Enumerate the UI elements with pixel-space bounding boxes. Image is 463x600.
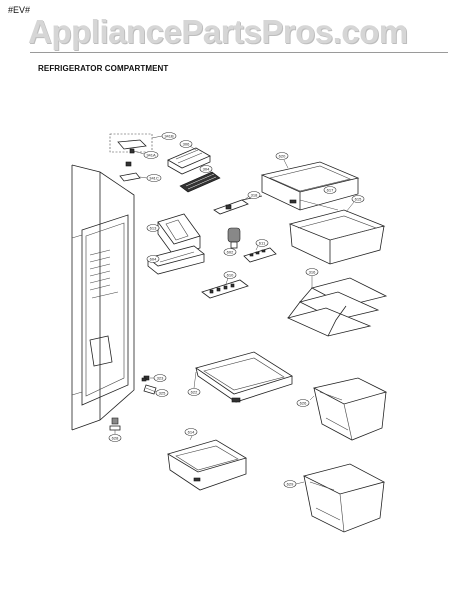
diagram-code: #EV#: [8, 5, 31, 15]
svg-text:611: 611: [259, 240, 266, 245]
drawer-clip-part: [141, 377, 147, 382]
svg-text:304: 304: [203, 166, 210, 171]
svg-text:341C: 341C: [149, 175, 159, 180]
callout-629: 629: [283, 480, 305, 488]
callout-614: 614: [184, 428, 198, 441]
callout-628: 628: [108, 430, 122, 442]
light-cover-part: [243, 247, 277, 263]
svg-text:318: 318: [251, 192, 258, 197]
svg-text:614: 614: [188, 429, 195, 434]
control-panel-part: [201, 279, 249, 299]
callout-622: 622: [187, 371, 201, 396]
svg-text:323: 323: [157, 375, 164, 380]
light-bracket-part: [109, 133, 153, 182]
callout-604: 604: [146, 255, 160, 263]
svg-text:341A: 341A: [146, 152, 156, 157]
section-title: REFRIGERATOR COMPARTMENT: [38, 64, 169, 73]
svg-text:628: 628: [112, 435, 119, 440]
duct-part: [147, 245, 205, 275]
svg-text:610: 610: [227, 272, 234, 277]
filter-element-part: [179, 171, 221, 193]
small-drawer-part: [167, 439, 247, 491]
glass-shelves-part: [286, 277, 388, 337]
snack-drawer-part: [260, 161, 360, 211]
svg-text:626: 626: [300, 400, 307, 405]
svg-text:316: 316: [309, 269, 316, 274]
cap-part: [109, 417, 121, 431]
callout-306: 306: [179, 140, 197, 151]
svg-text:620: 620: [279, 153, 286, 158]
svg-text:615: 615: [355, 196, 362, 201]
callout-617: 617: [299, 186, 339, 211]
callout-602: 602: [223, 247, 237, 256]
svg-text:602: 602: [227, 249, 234, 254]
crisper-drawer-upper-part: [288, 209, 386, 265]
svg-text:617: 617: [327, 187, 334, 192]
callout-325: 325: [145, 387, 169, 397]
svg-text:629: 629: [287, 481, 294, 486]
watermark-rule: [30, 52, 448, 53]
svg-text:325: 325: [159, 390, 166, 395]
callout-626: 626: [296, 395, 315, 407]
light-socket-part: [227, 227, 241, 249]
callout-610: 610: [223, 271, 237, 285]
callout-613: 613: [146, 224, 160, 232]
deli-drawer-part: [195, 351, 293, 403]
svg-text:341B: 341B: [164, 133, 174, 138]
crisper-drawer-bottom-part: [302, 463, 386, 533]
callout-323: 323: [150, 374, 167, 382]
callout-341a: 341A: [133, 150, 159, 159]
svg-text:622: 622: [191, 389, 198, 394]
watermark-logo: AppliancePartsPros.com: [28, 13, 408, 50]
callout-341b: 341B: [151, 132, 177, 140]
callout-620: 620: [275, 152, 289, 169]
callout-318: 318: [243, 191, 261, 201]
svg-text:613: 613: [150, 225, 157, 230]
callout-611: 611: [255, 239, 269, 251]
callout-316: 316: [305, 268, 319, 288]
svg-text:604: 604: [150, 256, 157, 261]
cabinet-outline: [71, 164, 135, 431]
callout-341c: 341C: [139, 174, 162, 182]
crisper-drawer-lower-part: [312, 377, 388, 441]
callout-615: 615: [345, 195, 365, 213]
svg-text:306: 306: [183, 141, 190, 146]
callout-304: 304: [199, 165, 213, 177]
filter-housing-part: [167, 147, 211, 175]
